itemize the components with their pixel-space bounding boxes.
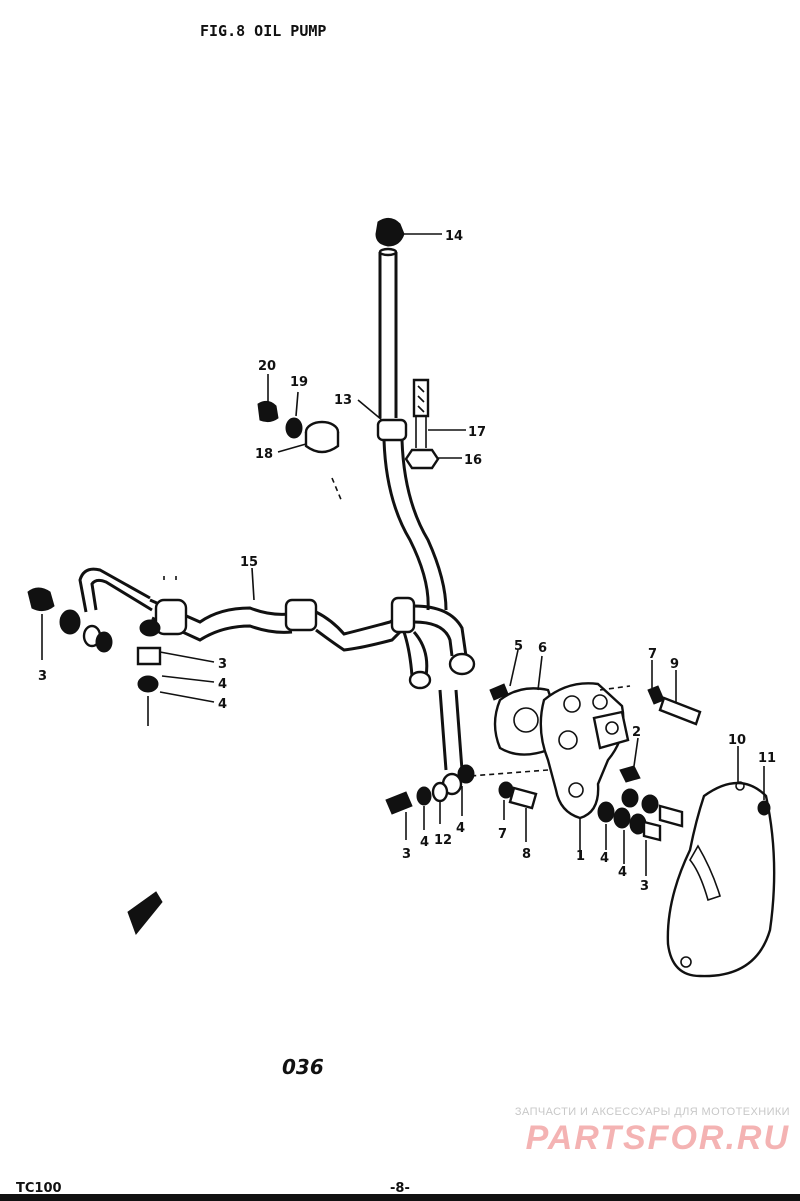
callout-18: 18 [255, 447, 273, 462]
lower-banjo-bolt [385, 781, 463, 840]
callout-11: 11 [758, 751, 776, 766]
part-1-oil-pump [469, 682, 631, 860]
callout-16: 16 [464, 453, 482, 468]
callout-20: 20 [258, 359, 276, 374]
callout-7-upper: 7 [648, 647, 657, 662]
part-11-screw [757, 766, 771, 816]
callout-3-left: 3 [38, 669, 47, 684]
callout-3-lower: 3 [402, 847, 411, 862]
callout-14: 14 [445, 229, 463, 244]
callout-1: 1 [576, 849, 585, 864]
callout-13: 13 [334, 393, 352, 408]
part-16-nut [404, 448, 462, 470]
part-20-screw [257, 374, 279, 423]
callout-19: 19 [290, 375, 308, 390]
page-number: -8- [390, 1181, 410, 1196]
callout-17: 17 [468, 425, 486, 440]
part-8-screw [498, 781, 538, 842]
callout-7-lower: 7 [498, 827, 507, 842]
callout-4-lower-a: 4 [420, 835, 429, 850]
callout-3-mid: 3 [218, 657, 227, 672]
part-19-washer [285, 391, 303, 439]
callout-3-right: 3 [640, 879, 649, 894]
callout-4-mid-a: 4 [218, 677, 227, 692]
part-15-oil-pipe-assembly [78, 567, 476, 796]
callout-4-right-a: 4 [600, 851, 609, 866]
callout-4-mid-b: 4 [218, 697, 227, 712]
part-17-bolt [412, 378, 466, 448]
callout-9: 9 [670, 657, 679, 672]
callout-5: 5 [514, 639, 523, 654]
callout-6: 6 [538, 641, 547, 656]
part-6-gasket [493, 655, 556, 756]
callout-12: 12 [434, 833, 452, 848]
callout-10: 10 [728, 733, 746, 748]
part-18-plug [277, 420, 343, 503]
right-washers-bolts [597, 788, 684, 876]
callout-4-lower-b: 4 [456, 821, 465, 836]
part-2-screw [619, 737, 641, 783]
direction-arrow-icon [127, 891, 163, 936]
left-banjo-bolt-3 [27, 587, 55, 660]
part-14-cap [375, 218, 442, 247]
callout-2: 2 [632, 725, 641, 740]
left-washers-4 [59, 609, 113, 653]
mid-banjo-fitting [136, 619, 215, 726]
part-13-oil-pipe [357, 247, 448, 611]
model-code: TC100 [16, 1181, 62, 1196]
part-10-pump-cover [666, 746, 776, 978]
figure-title: FIG.8 OIL PUMP [200, 22, 326, 40]
bottom-border [0, 1194, 800, 1201]
callout-8: 8 [522, 847, 531, 862]
callout-15: 15 [240, 555, 258, 570]
callout-4-right-b: 4 [618, 865, 627, 880]
plate-code: 036 [282, 1055, 324, 1079]
part-9-bolt [647, 660, 702, 726]
